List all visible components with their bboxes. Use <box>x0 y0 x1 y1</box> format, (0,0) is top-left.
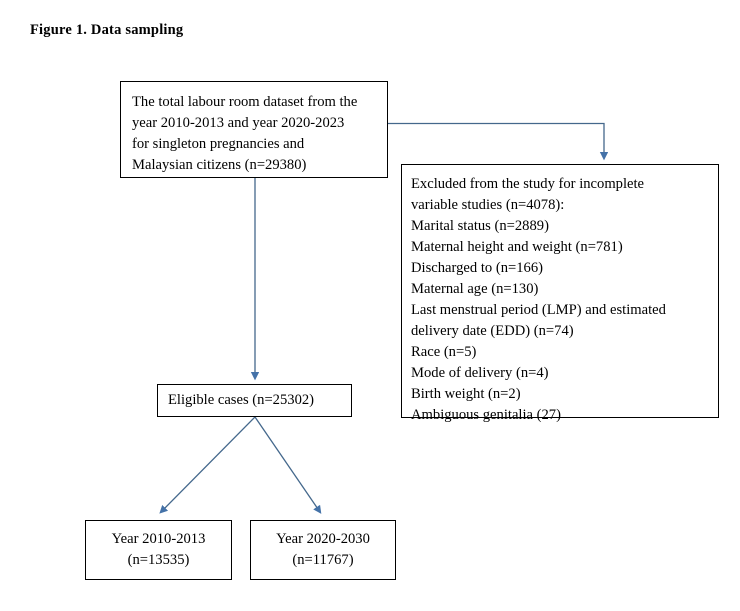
node-line: for singleton pregnancies and <box>132 136 305 152</box>
node-line: Year 2010-2013 <box>111 531 206 547</box>
node-year-group-2010-2013: Year 2010-2013 (n=13535) <box>85 520 232 580</box>
node-line: Excluded from the study for incomplete <box>411 176 645 192</box>
node-line: year 2010-2013 and year 2020-2023 <box>132 115 345 131</box>
node-line: Last menstrual period (LMP) and estimate… <box>411 302 666 318</box>
node-line: Maternal height and weight (n=781) <box>411 239 623 255</box>
connector-source-to-excluded <box>388 122 609 161</box>
node-line: (n=13535) <box>127 552 190 568</box>
node-line: variable studies (n=4078): <box>411 197 565 213</box>
node-total-dataset: The total labour room dataset from the y… <box>120 81 388 178</box>
figure-title: Figure 1. Data sampling <box>30 22 184 38</box>
node-line: Year 2020-2030 <box>276 531 370 547</box>
connector-eligible-to-year-a <box>159 416 256 514</box>
node-line: Malaysian citizens (n=29380) <box>132 157 307 173</box>
node-line: Marital status (n=2889) <box>411 218 549 234</box>
node-line: The total labour room dataset from the <box>132 94 358 110</box>
connector-eligible-to-year-b <box>254 416 322 514</box>
node-line: Maternal age (n=130) <box>411 281 539 297</box>
node-line: Discharged to (n=166) <box>411 260 543 276</box>
node-line: Race (n=5) <box>411 344 477 360</box>
node-line: Eligible cases (n=25302) <box>168 392 315 408</box>
node-eligible-cases: Eligible cases (n=25302) <box>157 384 352 417</box>
node-line: delivery date (EDD) (n=74) <box>411 323 574 339</box>
node-year-group-2020-2030: Year 2020-2030 (n=11767) <box>250 520 396 580</box>
node-excluded-records: Excluded from the study for incomplete v… <box>401 164 719 423</box>
node-line: Mode of delivery (n=4) <box>411 365 549 381</box>
node-line: Birth weight (n=2) <box>411 386 521 402</box>
node-line: Ambiguous genitalia (27) <box>411 407 561 423</box>
node-line: (n=11767) <box>292 552 354 568</box>
